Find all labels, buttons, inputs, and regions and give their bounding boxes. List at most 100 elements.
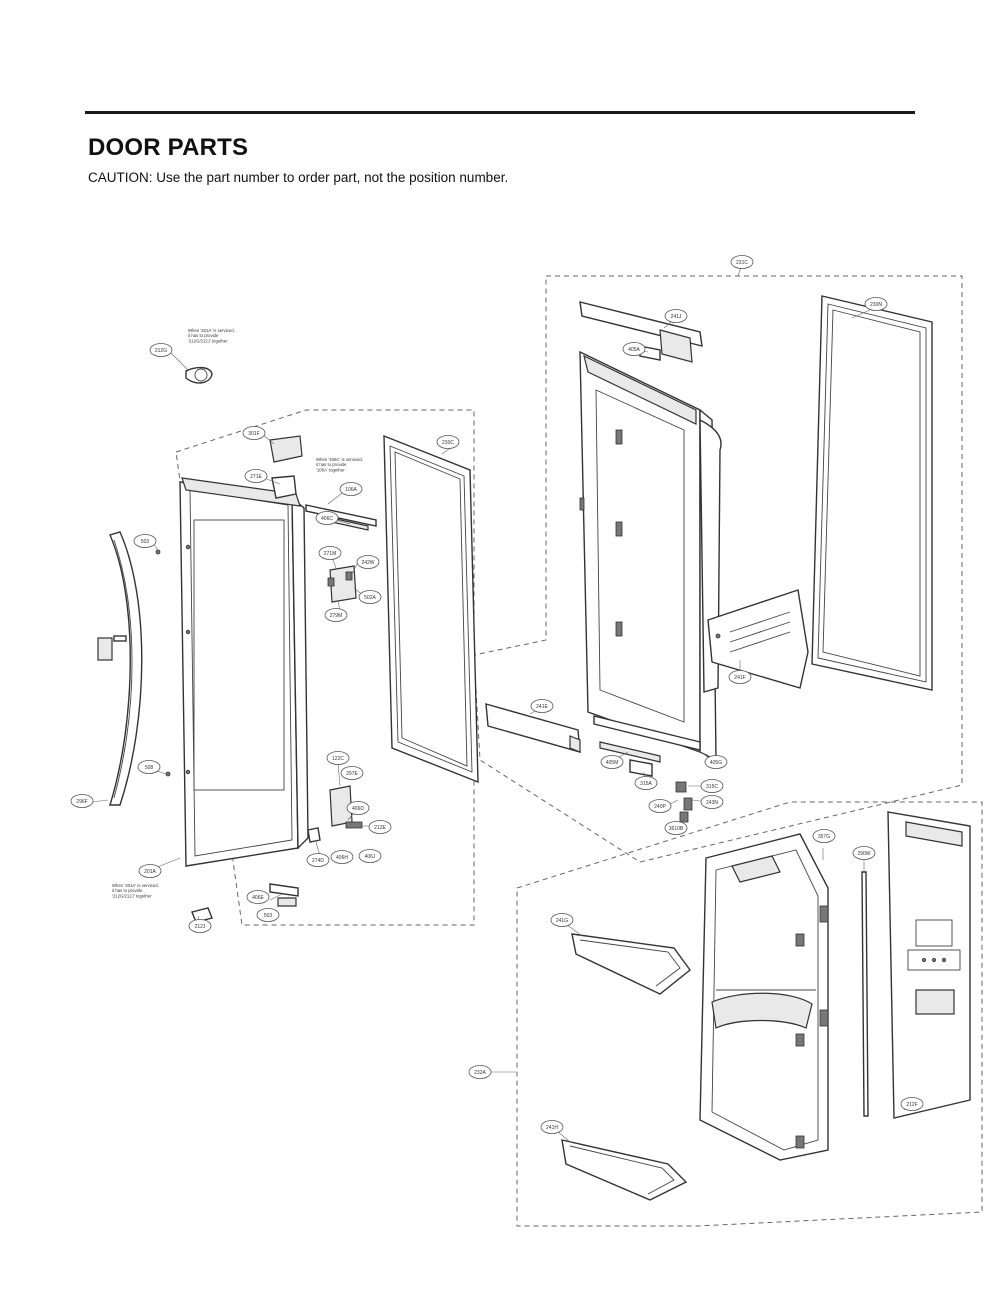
callout-406c: 406C [315, 511, 339, 525]
callout-layer: 212G 301F 271E 106A 406C 230C 271M 242W 502A 279M… [70, 255, 924, 1134]
svg-text:274D: 274D [312, 858, 324, 864]
callout-241g: 241G [550, 913, 574, 927]
callout-502a: 502A [358, 590, 382, 604]
callout-240p: 240P [648, 799, 672, 813]
svg-text:503: 503 [141, 539, 150, 545]
svg-text:241E: 241E [536, 704, 548, 710]
callout-212e: 212E [368, 820, 392, 834]
svg-text:122C: 122C [332, 756, 344, 762]
svg-text:212J: 212J [195, 924, 206, 930]
svg-text:290W: 290W [857, 851, 870, 857]
note-406c: When '406C' is serviced,it has to provid… [316, 457, 363, 472]
callout-406d: 406D [346, 801, 370, 815]
note-212g: When '201A' is serviced,it has to provid… [188, 328, 235, 343]
svg-text:232A: 232A [474, 1070, 486, 1076]
note-201a: When '201A' is serviced,it has to provid… [112, 883, 159, 898]
svg-text:241H: 241H [546, 1125, 558, 1131]
callout-301f: 301F [242, 426, 266, 440]
callout-508: 508 [137, 760, 161, 774]
callout-503b: 503 [256, 908, 280, 922]
svg-text:297E: 297E [346, 771, 358, 777]
svg-text:405M: 405M [606, 760, 619, 766]
svg-text:271E: 271E [250, 474, 262, 480]
callout-212g: 212G [149, 343, 173, 357]
svg-text:230C: 230C [442, 440, 454, 446]
side-cover [707, 589, 809, 689]
callout-231c: 231C [730, 255, 754, 269]
svg-text:212F: 212F [906, 1102, 917, 1108]
callout-241j: 241J [664, 309, 688, 323]
callout-315c: 315C [700, 779, 724, 793]
header-rule [85, 111, 915, 114]
svg-text:231C: 231C [736, 260, 748, 266]
svg-text:508: 508 [145, 765, 154, 771]
callout-241h: 241H [540, 1120, 564, 1134]
callout-271m: 271M [318, 546, 342, 560]
svg-text:106A: 106A [345, 487, 357, 493]
svg-text:241J: 241J [671, 314, 682, 320]
svg-text:3610B: 3610B [669, 826, 684, 832]
callout-315a: 315A [634, 776, 658, 790]
callout-406e: 406E [246, 890, 270, 904]
dispenser-trays [561, 933, 691, 1201]
svg-text:502A: 502A [364, 595, 376, 601]
callout-279m: 279M [324, 608, 348, 622]
svg-text:405G: 405G [710, 760, 722, 766]
svg-text:406J: 406J [365, 854, 376, 860]
small-door-parts [155, 366, 377, 923]
callout-357g: 357G [812, 829, 836, 843]
door-outer-panel [179, 477, 309, 867]
callout-212j: 212J [188, 919, 212, 933]
callout-243n: 243N [700, 795, 724, 809]
callout-241f: 241F [728, 670, 752, 684]
svg-text:357G: 357G [818, 834, 830, 840]
door-handle [97, 531, 143, 806]
outer-gasket [811, 295, 933, 691]
svg-text:279M: 279M [330, 613, 343, 619]
svg-text:301F: 301F [248, 431, 259, 437]
door-gasket [383, 434, 479, 784]
svg-text:242W: 242W [361, 560, 374, 566]
callout-290w: 290W [852, 846, 876, 860]
callout-297e: 297E [340, 766, 364, 780]
callout-406h: 406H [330, 850, 354, 864]
caution-note: CAUTION: Use the part number to order pa… [88, 170, 509, 185]
thin-rod [822, 848, 869, 1117]
svg-text:241F: 241F [734, 675, 745, 681]
page-title: DOOR PARTS [88, 134, 249, 161]
svg-text:201A: 201A [144, 869, 156, 875]
callout-274d: 274D [306, 853, 330, 867]
svg-text:315C: 315C [706, 784, 718, 790]
callout-405a: 405A [622, 342, 646, 356]
callout-405g: 405G [704, 755, 728, 769]
callout-122c: 122C [326, 751, 350, 765]
callout-296f: 296F [70, 794, 94, 808]
svg-text:240P: 240P [654, 804, 666, 810]
svg-text:503: 503 [264, 913, 273, 919]
service-notes: When '201A' is serviced,it has to provid… [112, 328, 363, 898]
svg-text:406E: 406E [252, 895, 264, 901]
callout-230n: 230N [864, 297, 888, 311]
callout-241e: 241E [530, 699, 554, 713]
dispenser-cover [887, 811, 971, 1119]
callout-405m: 405M [600, 755, 624, 769]
top-bracket [579, 301, 703, 363]
callout-503: 503 [133, 534, 157, 548]
door-liner [579, 350, 722, 762]
svg-text:406C: 406C [321, 516, 333, 522]
lower-rails [485, 703, 701, 823]
svg-text:243N: 243N [706, 800, 718, 806]
svg-text:230N: 230N [870, 302, 882, 308]
callout-212f: 212F [900, 1097, 924, 1111]
callout-406j: 406J [358, 849, 382, 863]
svg-text:405A: 405A [628, 347, 640, 353]
svg-text:315A: 315A [640, 781, 652, 787]
callout-230c: 230C [436, 435, 460, 449]
svg-text:406D: 406D [352, 806, 364, 812]
svg-text:212G: 212G [155, 348, 167, 354]
svg-text:406H: 406H [336, 855, 348, 861]
svg-text:271M: 271M [324, 551, 337, 557]
svg-text:296F: 296F [76, 799, 87, 805]
callout-201a: 201A [138, 864, 162, 878]
